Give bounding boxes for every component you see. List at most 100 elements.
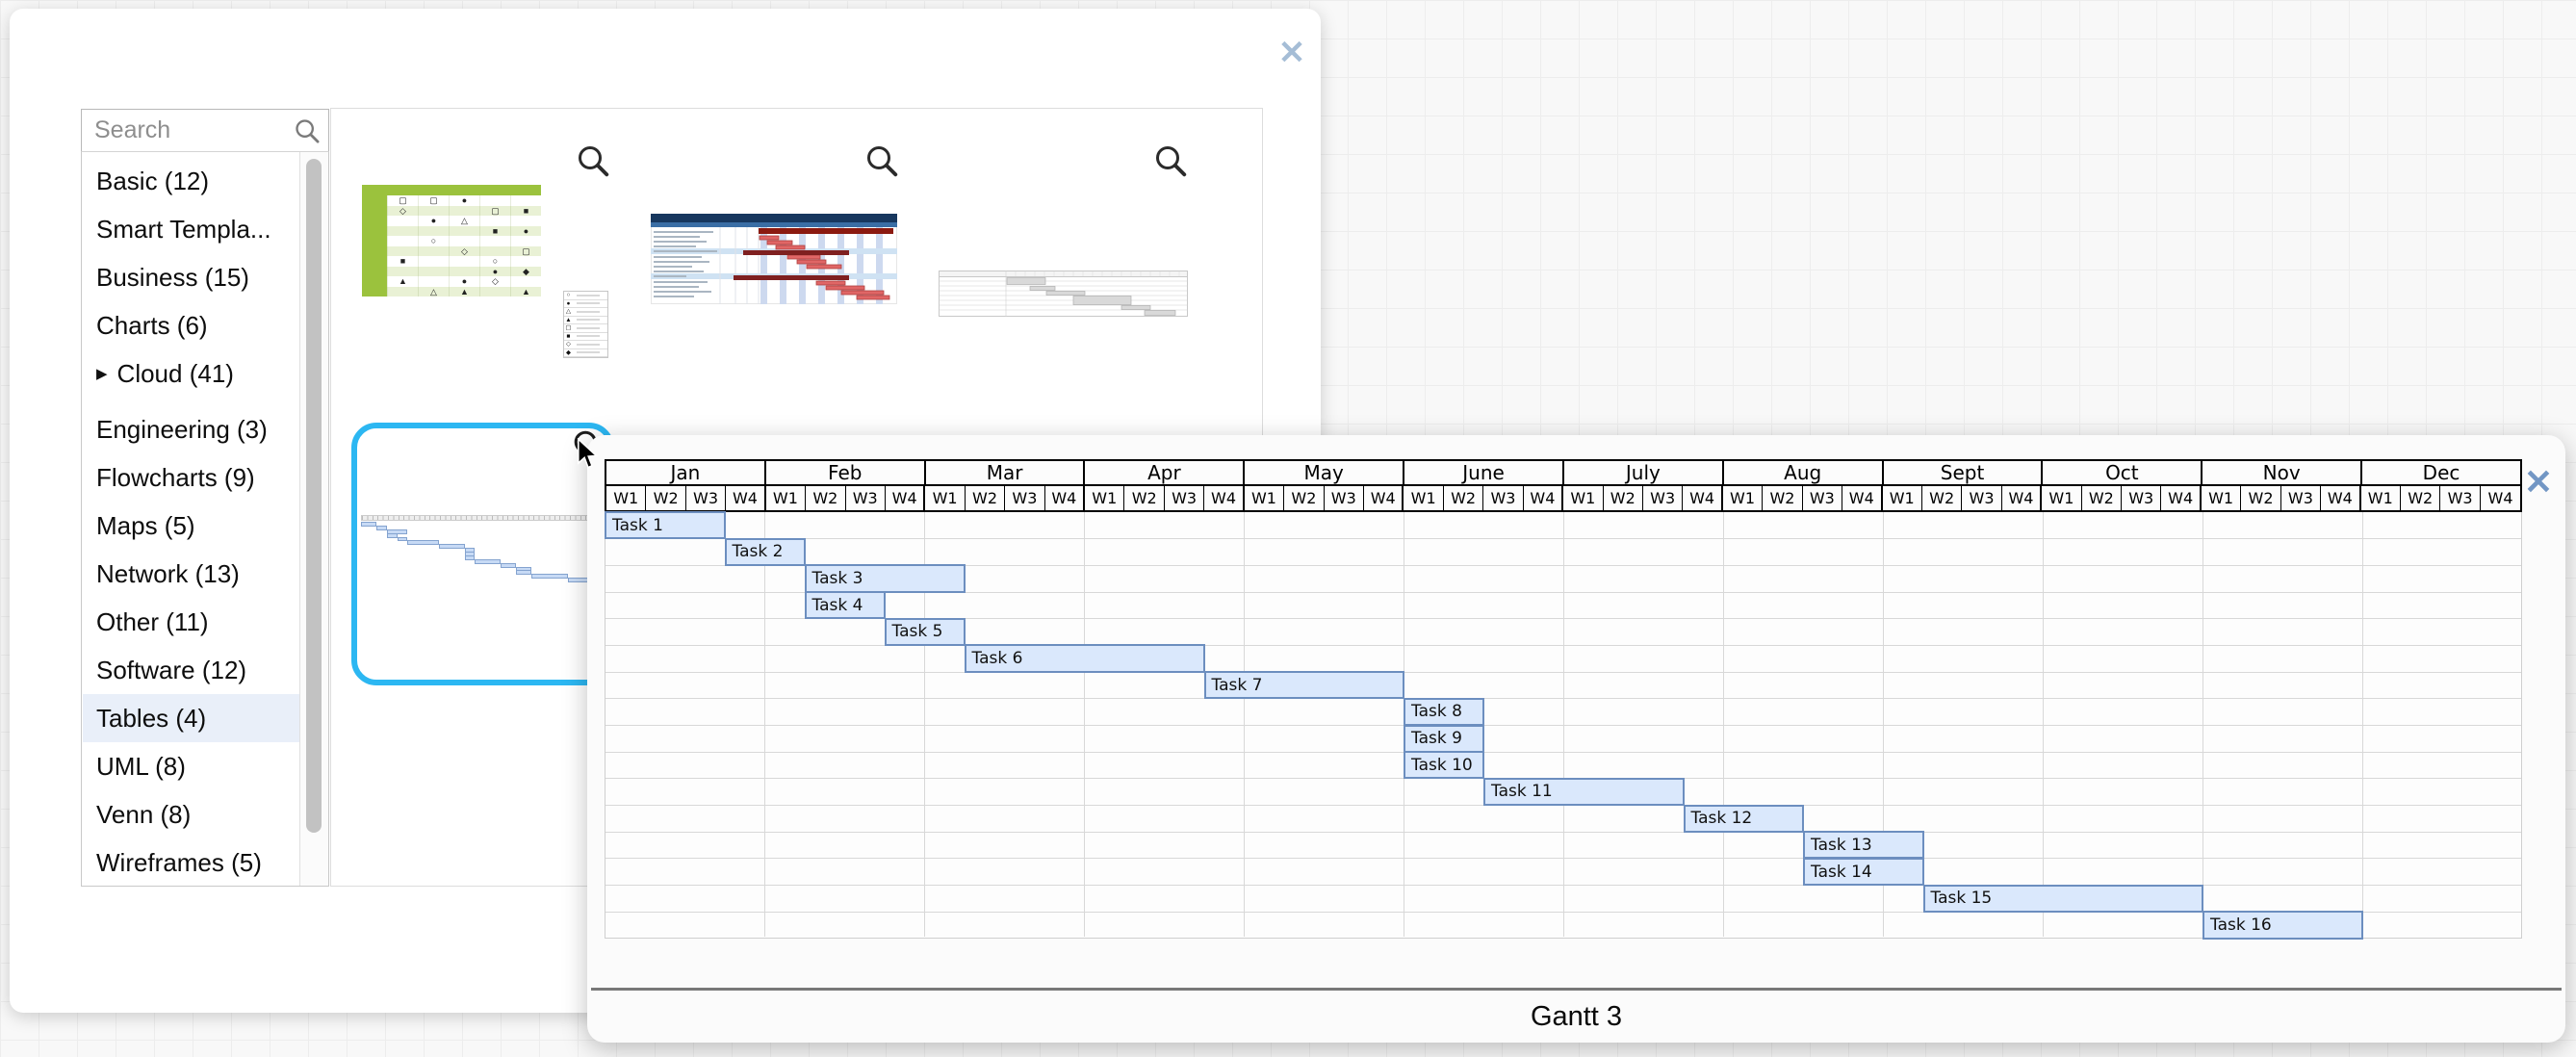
gantt-week-header: W1 <box>2361 486 2401 510</box>
thumb-table-cell-icon: ▢ <box>479 205 510 216</box>
gantt-week-header: W3 <box>1643 486 1684 510</box>
gantt-month-gridline <box>2043 512 2044 937</box>
gantt-week-header: W4 <box>726 486 766 510</box>
gantt-month-header: Aug <box>1723 461 1884 486</box>
legend-text-placeholder <box>577 343 600 346</box>
thumb-table-cell-icon: ● <box>510 225 541 236</box>
legend-row: ◇ <box>564 341 607 349</box>
thumb-table-row: ▲●◇ <box>387 276 541 287</box>
legend-text-placeholder <box>577 310 600 313</box>
gantt-week-header: W3 <box>1005 486 1045 510</box>
sidebar-item-uml-8[interactable]: UML (8) <box>83 742 301 790</box>
gantt-week-header: W4 <box>1204 486 1245 510</box>
legend-row: △ <box>564 308 607 317</box>
sidebar-item-cloud-41[interactable]: ▶ Cloud (41) <box>83 349 301 398</box>
legend-row: ◆ <box>564 349 607 357</box>
thumb-table-cell-icon <box>387 216 418 226</box>
gantt-week-header: W4 <box>1683 486 1723 510</box>
sidebar-item-tables-4[interactable]: Tables (4) <box>83 694 301 742</box>
mini-gantt-bar <box>531 574 568 580</box>
gantt-task-bar: Task 3 <box>804 564 966 593</box>
legend-row: ○ <box>564 292 607 300</box>
gantt-week-header: W3 <box>2122 486 2162 510</box>
thumb-table-cell-icon <box>449 205 479 216</box>
gantt-row-gridline <box>605 885 2521 887</box>
gantt-month-header: Feb <box>765 461 926 486</box>
gantt-week-header: W4 <box>2002 486 2043 510</box>
sidebar-item-flowcharts-9[interactable]: Flowcharts (9) <box>83 453 301 502</box>
expand-arrow-icon[interactable]: ▶ <box>96 366 108 382</box>
sidebar-item-basic-12[interactable]: Basic (12) <box>83 157 301 205</box>
thumb-table-first-column <box>362 195 387 296</box>
legend-row: ● <box>564 299 607 308</box>
mini-gantt-bar <box>475 558 502 564</box>
template-thumb-project-gantt[interactable] <box>651 214 897 304</box>
legend-shape-icon: ● <box>566 299 571 307</box>
thumb-table-cell-icon <box>479 195 510 206</box>
thumb-table-cell-icon: ■ <box>510 205 541 216</box>
sidebar-item-smart-templa[interactable]: Smart Templa... <box>83 205 301 253</box>
gantt-week-header: W3 <box>686 486 727 510</box>
legend-shape-icon: ○ <box>566 292 571 299</box>
gantt-month-gridline <box>1883 512 1884 937</box>
thumb-table-row: ▢▢● <box>387 195 541 206</box>
template-thumb-table[interactable]: ▢▢●◇▢■●△■●○◇▢■○●◆▲●◇△▲▲ <box>362 185 541 296</box>
gantt-task-bar: Task 14 <box>1803 857 1924 887</box>
sidebar-item-venn-8[interactable]: Venn (8) <box>83 790 301 838</box>
zoom-template-1-icon[interactable] <box>576 143 610 178</box>
thumb-table-cell-icon: ▲ <box>510 286 541 296</box>
category-scrollbar-thumb[interactable] <box>306 159 322 833</box>
gantt-week-header: W4 <box>2321 486 2361 510</box>
sidebar-item-business-15[interactable]: Business (15) <box>83 253 301 301</box>
thumb-table-cell-icon <box>387 236 418 246</box>
thumb-table-row: ■○ <box>387 256 541 267</box>
gantt-week-header: W4 <box>886 486 926 510</box>
mini-gantt-bar <box>361 522 377 527</box>
category-scrollbar-track[interactable] <box>299 152 328 886</box>
gantt-week-header: W1 <box>766 486 807 510</box>
thumb-table-cell-icon <box>387 245 418 256</box>
gantt-task-bar: Task 10 <box>1404 751 1484 780</box>
sidebar-item-maps-5[interactable]: Maps (5) <box>83 502 301 550</box>
sidebar-item-engineering-3[interactable]: Engineering (3) <box>83 405 301 453</box>
gantt-row-gridline <box>605 618 2521 620</box>
template-thumb-table-legend[interactable]: ○●△▲▢■◇◆ <box>563 291 608 358</box>
sidebar-item-charts-6[interactable]: Charts (6) <box>83 301 301 349</box>
dialog-close-icon[interactable]: ✕ <box>1277 35 1306 71</box>
gantt-row-gridline <box>605 644 2521 646</box>
category-label: Wireframes (5) <box>96 847 262 877</box>
thumb-table-cell-icon <box>449 256 479 267</box>
gantt-month-gridline <box>2202 512 2203 937</box>
gantt-month-header: Apr <box>1085 461 1246 486</box>
thumb-table-cell-icon <box>449 236 479 246</box>
legend-row: ■ <box>564 333 607 341</box>
legend-shape-icon: ▲ <box>565 316 572 323</box>
thumb-table-cell-icon <box>510 216 541 226</box>
gantt-week-header: W3 <box>1165 486 1205 510</box>
legend-text-placeholder <box>577 335 600 338</box>
sidebar-item-wireframes-5[interactable]: Wireframes (5) <box>83 838 301 887</box>
gantt-task-bar: Task 5 <box>884 617 966 646</box>
gantt-month-header: Dec <box>2362 461 2520 486</box>
category-label: Basic (12) <box>96 166 210 195</box>
sidebar-item-network-13[interactable]: Network (13) <box>83 550 301 598</box>
sidebar-item-software-12[interactable]: Software (12) <box>83 646 301 694</box>
search-input[interactable] <box>82 110 328 151</box>
zoom-template-3-icon[interactable] <box>1153 143 1188 178</box>
gantt-week-header: W4 <box>1842 486 1883 510</box>
mini-gantt-bar <box>568 578 589 582</box>
thumb-table-row: ○ <box>387 236 541 246</box>
category-label: Cloud (41) <box>116 358 234 388</box>
thumb-table-cell-icon <box>510 195 541 206</box>
gantt-week-header: W3 <box>2281 486 2322 510</box>
zoom-template-2-icon[interactable] <box>864 143 899 178</box>
sidebar-item-other-11[interactable]: Other (11) <box>83 598 301 646</box>
preview-close-icon[interactable]: ✕ <box>2523 462 2554 502</box>
gantt-week-header: W1 <box>1085 486 1125 510</box>
legend-row: ▢ <box>564 324 607 333</box>
thumb-table-row: ●◆ <box>387 266 541 276</box>
template-thumb-simple-gantt[interactable] <box>939 271 1188 317</box>
gantt-row-gridline <box>605 831 2521 833</box>
thumb-table-cell-icon <box>479 216 510 226</box>
